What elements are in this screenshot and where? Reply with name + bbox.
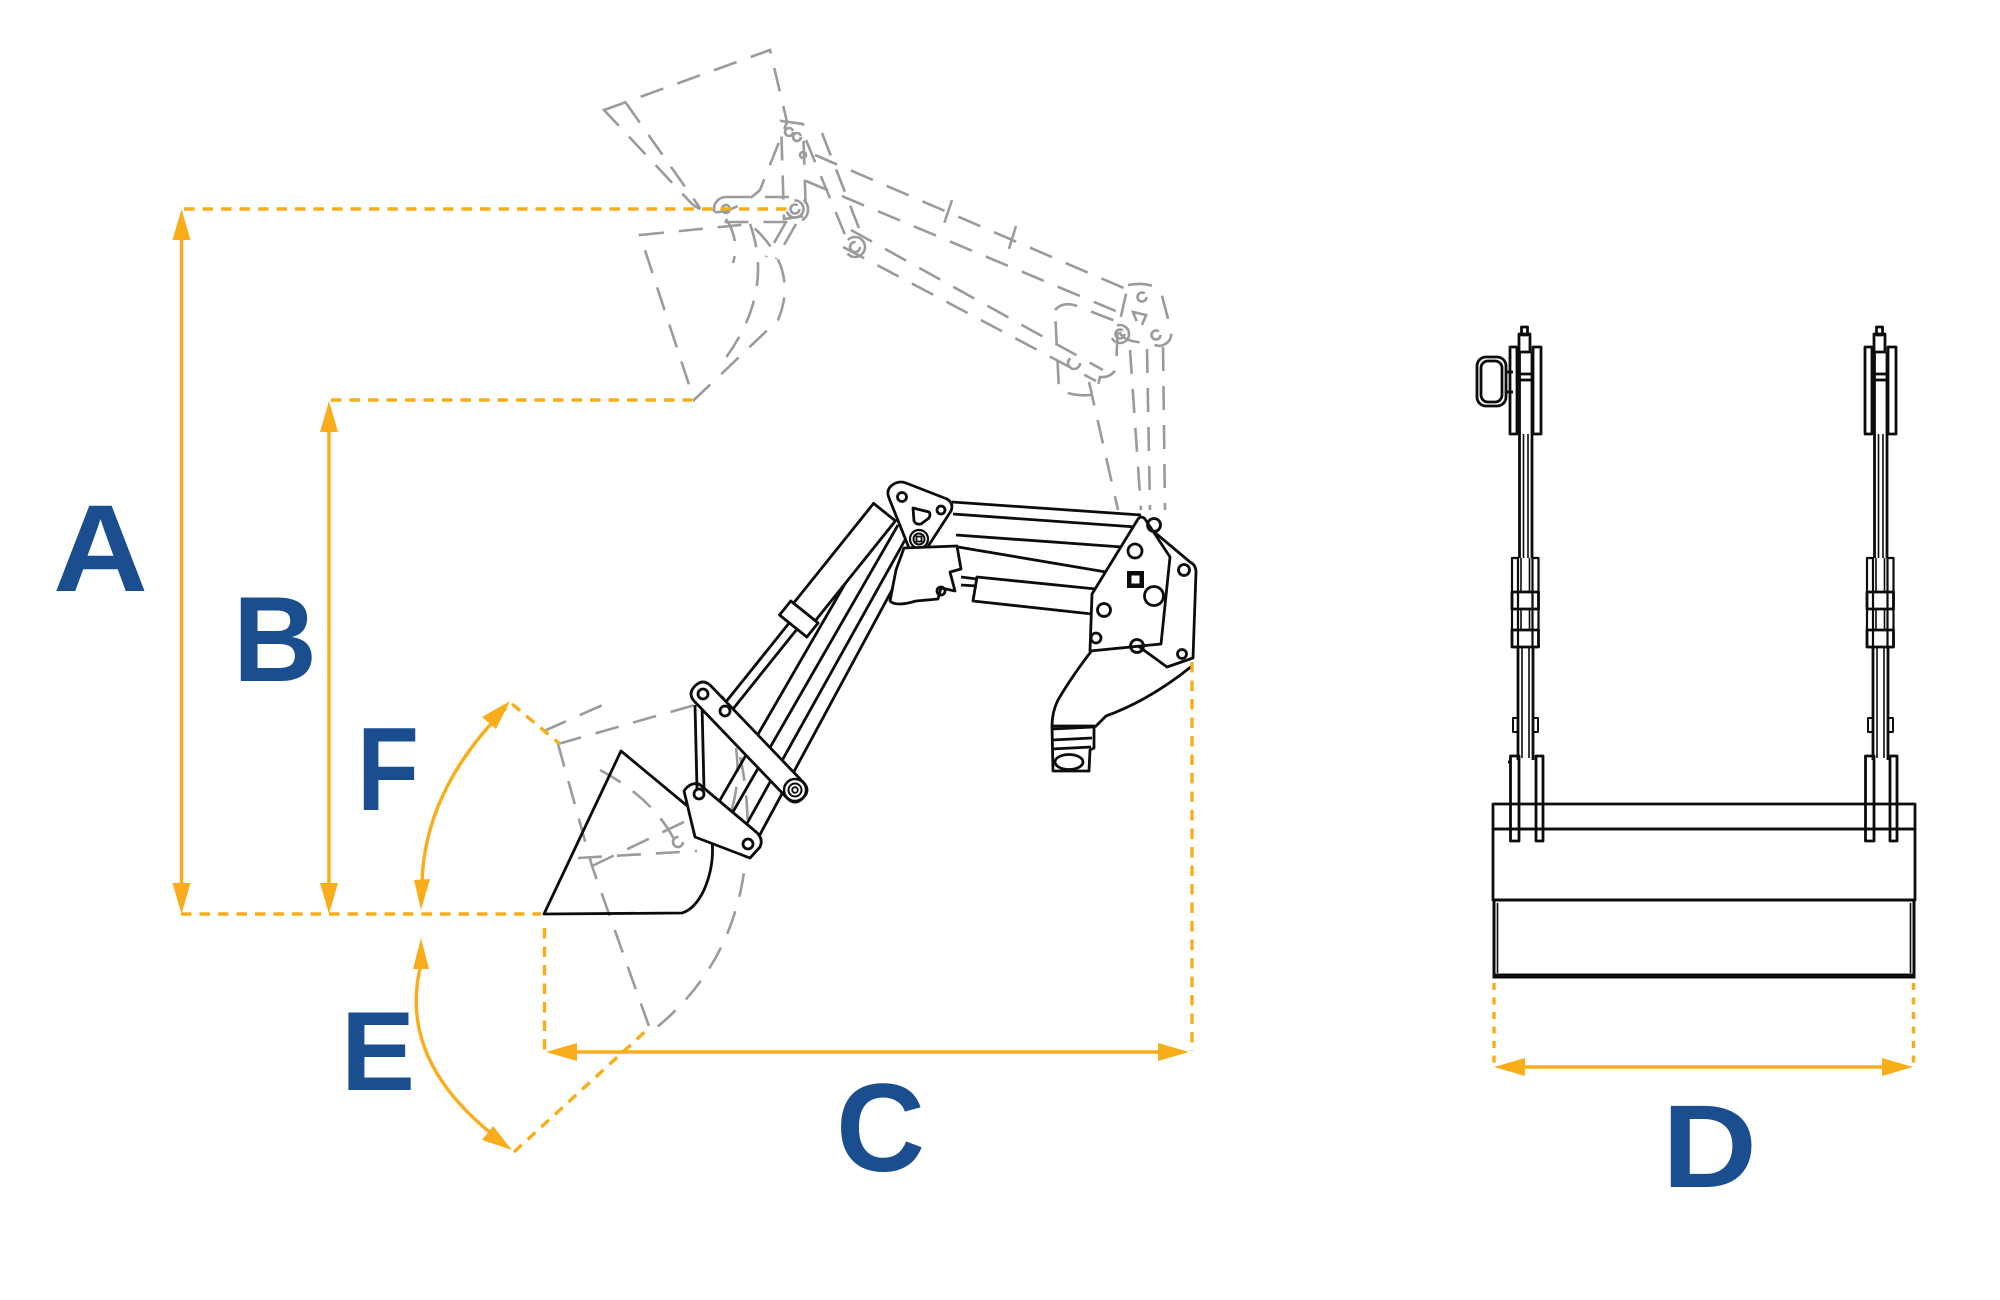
svg-text:D: D [1662,1081,1757,1213]
svg-text:A: A [53,480,148,618]
svg-text:F: F [357,703,419,836]
svg-text:E: E [341,989,415,1114]
svg-text:B: B [233,571,317,707]
svg-text:C: C [836,1059,925,1198]
